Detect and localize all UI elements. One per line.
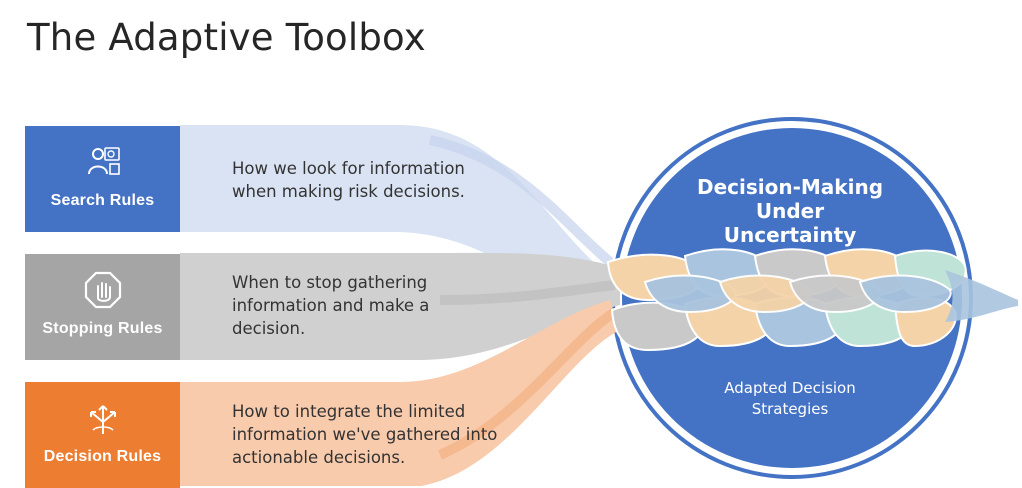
decision-arrows-icon bbox=[89, 405, 116, 434]
stop-hand-icon bbox=[84, 271, 121, 309]
braid bbox=[606, 248, 1018, 352]
circle-subtitle: Adapted Decision Strategies bbox=[724, 379, 856, 418]
stopping-band bbox=[180, 252, 620, 360]
decision-rules-box: Decision Rules bbox=[25, 382, 180, 488]
decision-rules-description: How to integrate the limited information… bbox=[232, 402, 498, 467]
search-rules-description: How we look for information when making … bbox=[232, 159, 465, 201]
stopping-rules-label: Stopping Rules bbox=[42, 320, 163, 337]
stopping-rules-box: Stopping Rules bbox=[25, 254, 180, 360]
circle-title: Decision-Making Under Uncertainty bbox=[696, 175, 884, 247]
stopping-rules-description: When to stop gathering information and m… bbox=[232, 273, 430, 338]
decision-band bbox=[180, 300, 620, 486]
page-title: The Adaptive Toolbox bbox=[27, 16, 426, 59]
search-rules-label: Search Rules bbox=[50, 192, 155, 209]
person-search-icon bbox=[87, 147, 120, 175]
braid-tail bbox=[945, 270, 1018, 322]
search-rules-box: Search Rules bbox=[25, 126, 180, 232]
decision-rules-label: Decision Rules bbox=[43, 448, 162, 465]
